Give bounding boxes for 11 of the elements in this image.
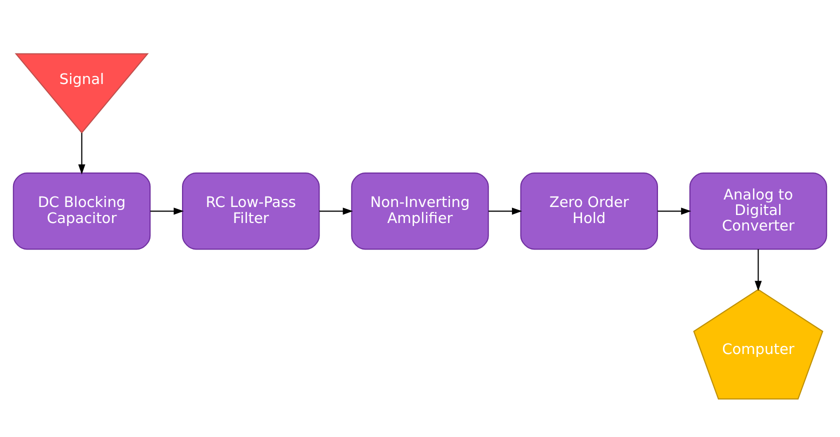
node-box: Analog to Digital Converter: [689, 172, 828, 250]
arrow: [150, 207, 184, 214]
node-box: Non-Inverting Amplifier: [351, 172, 489, 250]
node-box: RC Low-Pass Filter: [182, 172, 320, 250]
node-box: DC Blocking Capacitor: [12, 172, 151, 250]
arrow: [488, 207, 522, 214]
arrow: [319, 207, 353, 214]
arrow: [78, 132, 86, 174]
node-box: Zero Order Hold: [520, 172, 658, 250]
arrow: [658, 207, 692, 214]
arrow: [754, 248, 762, 290]
